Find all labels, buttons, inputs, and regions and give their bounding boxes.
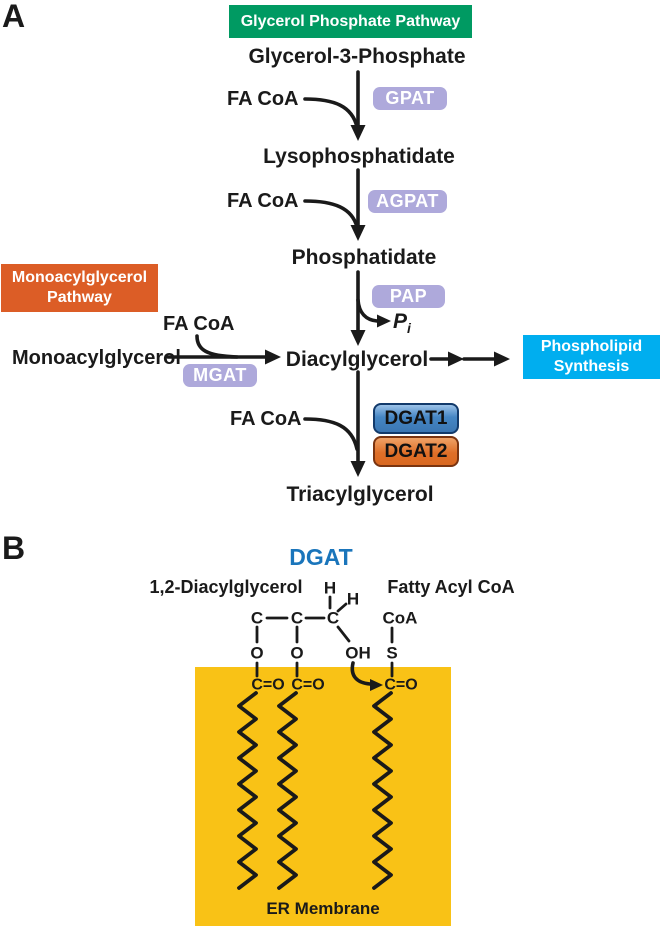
er-membrane-label: ER Membrane [266, 899, 380, 918]
monoacylglycerol-pathway-box: Monoacylglycerol Pathway [1, 264, 158, 312]
carbonyl-1: C=O [251, 677, 284, 694]
node-phosphatidate: Phosphatidate [291, 246, 437, 269]
cofactor-facoa-dgat: FA CoA [230, 408, 302, 430]
enzyme-dgat1: DGAT1 [373, 403, 459, 434]
atom-s: S [386, 644, 397, 663]
cofactor-facoa-mgat: FA CoA [163, 313, 235, 335]
enzyme-gpat: GPAT [373, 87, 447, 110]
facoa-curve-mgat [195, 334, 239, 359]
atom-h2: H [347, 590, 359, 609]
atom-oh: OH [345, 644, 371, 663]
node-monoacylglycerol: Monoacylglycerol [12, 347, 181, 369]
arrow-oh-to-carbonyl [350, 661, 383, 691]
atom-c1: C [251, 609, 263, 628]
node-diacylglycerol: Diacylglycerol [285, 348, 429, 371]
node-glycerol-3-phosphate: Glycerol-3-Phosphate [248, 45, 466, 68]
carbonyl-3: C=O [384, 677, 417, 694]
phospholipid-box-line2: Synthesis [553, 358, 630, 375]
acyl-chain-zigzags [237, 691, 393, 890]
phospholipid-synthesis-box: Phospholipid Synthesis [523, 335, 660, 379]
node-triacylglycerol: Triacylglycerol [286, 483, 434, 506]
cofactor-facoa-agpat: FA CoA [227, 190, 299, 212]
atom-coa: CoA [383, 609, 418, 628]
atom-o2: O [290, 644, 303, 663]
arrow-lyso-to-phosphatidate [350, 168, 366, 241]
dgat-reaction-title: DGAT [289, 544, 353, 570]
header-text: Glycerol Phosphate Pathway [240, 12, 461, 30]
byproduct-pi: Pi [393, 310, 411, 336]
pi-subscript: i [407, 320, 411, 337]
arrow-dag-to-phospholipid [429, 351, 510, 367]
enzyme-pap: PAP [372, 285, 445, 308]
substrate-12-diacylglycerol: 1,2-Diacylglycerol [149, 577, 303, 597]
enzyme-agpat: AGPAT [368, 190, 447, 213]
facoa-curve-dgat [303, 417, 359, 451]
er-membrane-box [195, 667, 451, 926]
node-lysophosphatidate: Lysophosphatidate [263, 145, 455, 168]
carbonyl-2: C=O [291, 677, 324, 694]
panel-b-label: B [2, 530, 26, 566]
atom-c2: C [291, 609, 303, 628]
glycerol-backbone-bonds [255, 595, 394, 678]
atom-labels: C C C H H CoA O O OH S C=O C=O C=O [250, 579, 417, 694]
cofactor-facoa-gpat: FA CoA [227, 88, 299, 110]
arrow-mag-to-dag [166, 349, 281, 365]
arrow-dag-to-tag [350, 370, 366, 477]
arrow-g3p-to-lysophosphatidate [350, 70, 366, 141]
facoa-curve-gpat [303, 97, 359, 129]
atom-o1: O [250, 644, 263, 663]
atom-h1: H [324, 579, 336, 598]
substrate-fatty-acyl-coa: Fatty Acyl CoA [387, 577, 515, 597]
arrow-pi-branch [356, 298, 391, 328]
enzyme-mgat: MGAT [183, 364, 257, 387]
atom-c3: C [327, 609, 339, 628]
glycerol-phosphate-pathway-header: Glycerol Phosphate Pathway [229, 5, 472, 38]
mag-box-line2: Pathway [47, 289, 112, 306]
panel-a-label: A [2, 0, 26, 34]
phospholipid-box-line1: Phospholipid [540, 337, 643, 355]
mag-box-line1: Monoacylglycerol [11, 268, 148, 286]
enzyme-dgat2: DGAT2 [373, 436, 459, 467]
pi-symbol: P [393, 310, 408, 333]
facoa-curve-agpat [303, 199, 359, 229]
